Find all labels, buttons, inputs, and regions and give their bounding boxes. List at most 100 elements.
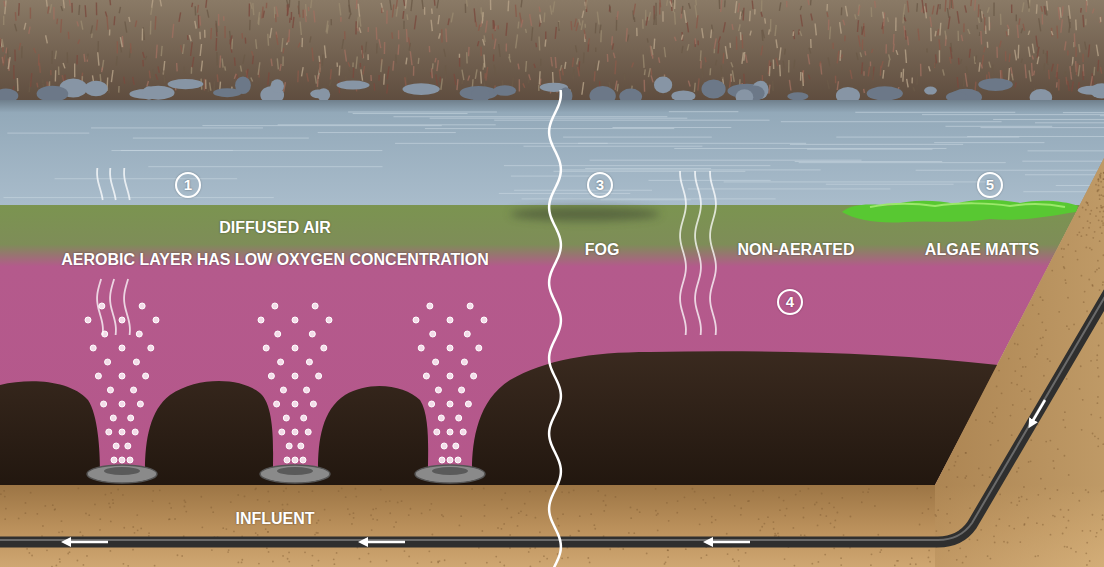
flow-arrow	[1031, 400, 1045, 424]
grass-stroke	[506, 23, 507, 36]
grass-stroke	[695, 38, 697, 44]
ripple	[1025, 174, 1099, 175]
sand-grain	[1017, 344, 1019, 346]
air-bubble	[453, 443, 459, 449]
sand-grain	[1085, 209, 1087, 211]
grass-stroke	[240, 66, 241, 72]
sand-grain	[336, 552, 338, 554]
grass-stroke	[950, 47, 952, 59]
sand-grain	[1102, 284, 1104, 286]
sand-grain	[1038, 313, 1040, 315]
grass-stroke	[439, 77, 441, 83]
sand-grain	[333, 563, 335, 565]
sand-grain	[1016, 504, 1018, 506]
sand-grain	[740, 507, 742, 509]
sand-grain	[1098, 180, 1100, 182]
grass-stroke	[535, 43, 537, 47]
grass-stroke	[345, 50, 347, 62]
sand-grain	[927, 508, 929, 510]
sand-grain	[991, 422, 993, 424]
sand-grain	[1018, 467, 1020, 469]
sand-grain	[1070, 547, 1072, 549]
grass-stroke	[893, 34, 895, 44]
sand-grain	[1095, 215, 1097, 217]
sand-grain	[1099, 211, 1101, 213]
grass-stroke	[650, 46, 652, 57]
grass-stroke	[949, 0, 951, 9]
sand-grain	[1087, 220, 1089, 222]
sand-grain	[1008, 358, 1010, 360]
sand-grain	[1066, 546, 1068, 548]
sand-grain	[1041, 344, 1043, 346]
sand-grain	[459, 525, 461, 527]
sand-grain	[1020, 375, 1022, 377]
sand-grain	[558, 525, 560, 527]
grass-stroke	[617, 11, 618, 20]
sand-grain	[30, 492, 32, 494]
sand-grain	[1078, 231, 1080, 233]
grass-stroke	[1017, 25, 1018, 38]
sand-grain	[957, 476, 959, 478]
grass-stroke	[444, 49, 446, 57]
grass-stroke	[402, 11, 404, 19]
sand-grain	[1091, 249, 1093, 251]
sand-grain	[69, 551, 71, 553]
air-bubble	[136, 331, 142, 337]
sand-grain	[1087, 204, 1089, 206]
grass-stroke	[204, 79, 205, 91]
sand-grain	[1036, 348, 1038, 350]
sand-grain	[501, 499, 503, 501]
grass-stroke	[937, 4, 939, 14]
sand-grain	[630, 507, 632, 509]
sand-grain	[677, 500, 679, 502]
grass-stroke	[1022, 2, 1024, 12]
sand-grain	[185, 511, 187, 513]
grass-stroke	[856, 53, 858, 60]
rock	[924, 87, 937, 95]
grass-stroke	[820, 63, 821, 75]
grass-stroke	[210, 28, 212, 39]
grass-stroke	[651, 75, 653, 82]
sand-grain	[1086, 564, 1088, 566]
grass-stroke	[662, 11, 663, 21]
grass-stroke	[318, 56, 320, 62]
grass-stroke	[982, 55, 984, 67]
sand-grain	[909, 563, 911, 565]
sand-grain	[978, 468, 980, 470]
grass-stroke	[219, 56, 221, 68]
ripple	[590, 160, 862, 161]
grass-stroke	[651, 46, 653, 55]
air-bubble	[139, 303, 145, 309]
ripple	[353, 113, 468, 114]
grass-stroke	[702, 28, 703, 38]
ripple	[514, 190, 652, 191]
sand-grain	[713, 497, 715, 499]
grass-stroke	[858, 35, 860, 46]
grass-stroke	[406, 14, 408, 20]
grass-stroke	[939, 50, 940, 62]
sand-grain	[759, 530, 761, 532]
sand-grain	[929, 561, 931, 563]
flow-arrows	[66, 400, 1045, 542]
air-bubble	[258, 317, 264, 323]
sand-grain	[1098, 267, 1100, 269]
sand-grain	[1102, 224, 1104, 226]
air-bubble	[316, 373, 322, 379]
grass-stroke	[128, 17, 130, 22]
grass-stroke	[386, 84, 388, 93]
sand-grain	[317, 532, 319, 534]
grass-stroke	[1051, 31, 1052, 35]
sand-grain	[820, 514, 822, 516]
sand-grain	[894, 565, 896, 567]
grass-stroke	[483, 39, 485, 46]
sand-grain	[109, 506, 111, 508]
sand-grain	[1053, 467, 1055, 469]
grass-stroke	[224, 26, 226, 38]
grass-stroke	[517, 22, 519, 29]
sand-grain	[333, 558, 335, 560]
grass-stroke	[217, 74, 219, 81]
sand-grain	[1092, 237, 1094, 239]
grass-stroke	[445, 28, 447, 42]
sand-grain	[429, 509, 431, 511]
sand-grain	[1097, 367, 1099, 369]
